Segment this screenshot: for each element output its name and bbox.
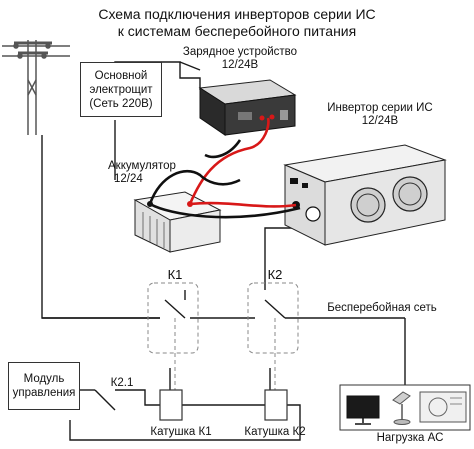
dc-cables bbox=[148, 117, 301, 219]
inverter-device bbox=[283, 144, 447, 246]
load-devices bbox=[339, 384, 471, 431]
control-module-line2: управления bbox=[12, 387, 76, 399]
diagram-subtitle: к системам бесперебойного питания bbox=[117, 23, 357, 39]
coil-k2 bbox=[264, 389, 288, 421]
mains-panel-line1: Основной bbox=[94, 69, 148, 82]
inverter-label-line2: 12/24В bbox=[361, 115, 399, 127]
control-module-box: Модуль управления bbox=[8, 362, 80, 410]
lamp-icon bbox=[392, 391, 411, 425]
battery-label: Аккумулятор 12/24 bbox=[108, 160, 188, 186]
charger-device bbox=[198, 79, 297, 136]
tv-icon bbox=[346, 395, 380, 425]
inverter-label: Инвертор серии ИС 12/24В bbox=[310, 102, 450, 128]
charger-label-line2: 12/24В bbox=[221, 59, 259, 71]
coil-k2-label: Катушка К2 bbox=[244, 426, 306, 438]
power-line-icon bbox=[2, 40, 70, 135]
contactor-frames bbox=[147, 282, 299, 390]
contactor-k1-label: К1 bbox=[167, 267, 183, 282]
load-label: Нагрузка АС bbox=[376, 432, 444, 444]
ups-network-label: Бесперебойная сеть bbox=[327, 302, 437, 314]
mains-panel-box: Основной электрощит (Сеть 220В) bbox=[80, 62, 162, 117]
charger-label-line1: Зарядное устройство bbox=[182, 46, 298, 58]
coil-k1-label: Катушка К1 bbox=[150, 426, 212, 438]
control-module-line1: Модуль bbox=[23, 373, 65, 385]
battery-label-line1: Аккумулятор bbox=[108, 160, 176, 172]
mains-panel-line2: электрощит bbox=[89, 83, 153, 96]
battery-label-line2: 12/24 bbox=[114, 173, 143, 185]
inverter-label-line1: Инвертор серии ИС bbox=[327, 102, 433, 114]
mains-panel-line3: (Сеть 220В) bbox=[89, 97, 153, 110]
contactor-k2-label: К2 bbox=[267, 267, 283, 282]
contactor-k1-frame bbox=[147, 282, 199, 354]
battery-device bbox=[133, 191, 222, 253]
contactor-k2-frame bbox=[247, 282, 299, 354]
coil-k1 bbox=[159, 389, 183, 421]
contact-k21-label: К2.1 bbox=[110, 377, 134, 389]
diagram-title: Схема подключения инверторов серии ИС bbox=[98, 6, 376, 22]
air-conditioner-icon bbox=[419, 391, 467, 423]
charger-label: Зарядное устройство 12/24В bbox=[180, 46, 300, 72]
